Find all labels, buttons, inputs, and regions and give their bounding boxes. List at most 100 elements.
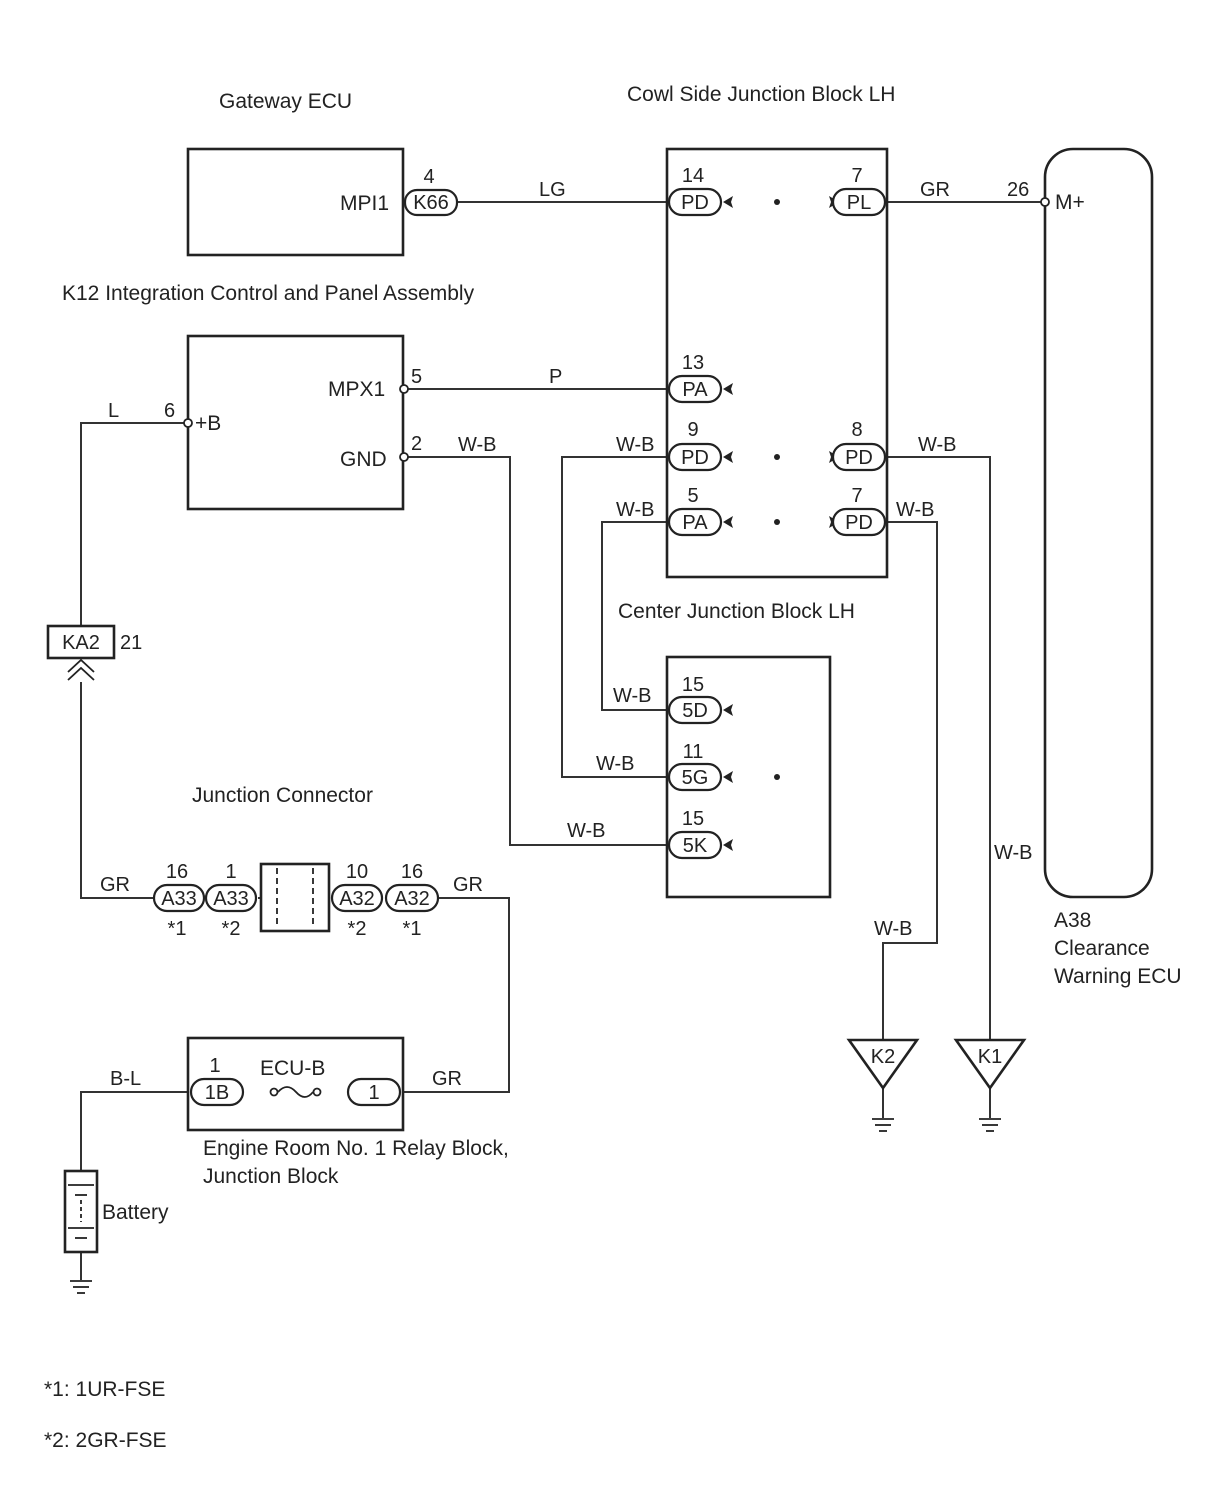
variant-note: *2 xyxy=(348,918,367,940)
k12-label: K12 Integration Control and Panel Assemb… xyxy=(62,282,475,305)
a38-label-3: Warning ECU xyxy=(1054,965,1182,988)
plusb-terminal-icon xyxy=(183,418,193,428)
legend-note-1: *1: 1UR-FSE xyxy=(44,1378,165,1401)
ground-icon-battery xyxy=(70,1280,92,1294)
5g-code: 5G xyxy=(682,767,709,789)
wire-color-label: P xyxy=(549,366,562,388)
legend-note-2: *2: 2GR-FSE xyxy=(44,1429,167,1452)
arrow-icon xyxy=(723,196,733,208)
pin-number: 7 xyxy=(851,485,862,507)
a38-label-2: Clearance xyxy=(1054,937,1150,960)
variant-note: *2 xyxy=(222,918,241,940)
pin-number: 13 xyxy=(682,352,704,374)
arrow-icon xyxy=(723,383,733,395)
cowl-jb-box xyxy=(665,147,889,579)
wire-color-label: W-B xyxy=(596,753,635,775)
plusb-label: +B xyxy=(195,412,221,435)
5g-connector xyxy=(667,762,723,792)
pin-number: 2 xyxy=(411,433,422,455)
pd7-connector xyxy=(831,507,887,537)
relay-1-code: 1 xyxy=(368,1082,379,1104)
wire-color-label: W-B xyxy=(994,842,1033,864)
pin-number: 10 xyxy=(346,861,368,883)
mpx1-terminal-icon xyxy=(399,384,409,394)
pin-number: 5 xyxy=(687,485,698,507)
splice-dot xyxy=(774,199,780,205)
k66-code: K66 xyxy=(413,192,449,214)
wire-gr-ka2 xyxy=(80,682,154,899)
splice-dot xyxy=(774,519,780,525)
gateway-ecu-label: Gateway ECU xyxy=(219,90,352,113)
mplus-label: M+ xyxy=(1055,191,1085,214)
splice-dot xyxy=(774,454,780,460)
pin-number: 8 xyxy=(851,419,862,441)
ka2-chevron-icon xyxy=(67,658,95,681)
wire-color-label: W-B xyxy=(613,685,652,707)
pin-number: 1 xyxy=(209,1055,220,1077)
pd9-connector xyxy=(667,442,723,472)
arrow-icon xyxy=(723,704,733,716)
junction-connector-box xyxy=(259,862,331,933)
a32-10-connector xyxy=(330,883,384,913)
wire-bl xyxy=(80,1091,191,1171)
wire-color-label: GR xyxy=(432,1068,462,1090)
relay-block-label-1: Engine Room No. 1 Relay Block, xyxy=(203,1137,509,1160)
a33-16-connector xyxy=(152,883,206,913)
pin-number: 1 xyxy=(225,861,236,883)
pa5-connector xyxy=(667,507,723,537)
gateway-ecu-box xyxy=(186,147,405,257)
ground-icon-k2 xyxy=(872,1118,894,1132)
ka2-code: KA2 xyxy=(62,632,100,654)
ka2-connector xyxy=(46,624,116,660)
wire-color-label: W-B xyxy=(616,434,655,456)
cowl-jb-label: Cowl Side Junction Block LH xyxy=(627,83,895,106)
wire-wb-k2 xyxy=(882,521,938,1040)
pd9-code: PD xyxy=(681,447,709,469)
1b-code: 1B xyxy=(205,1082,229,1104)
a38-box xyxy=(1043,147,1154,899)
pin-number: 15 xyxy=(682,674,704,696)
pa13-code: PA xyxy=(682,379,708,401)
pin-number: 16 xyxy=(166,861,188,883)
pin-number: 7 xyxy=(851,165,862,187)
a32-10-code: A32 xyxy=(339,888,375,910)
a32-16-connector xyxy=(384,883,440,913)
arrow-icon xyxy=(723,451,733,463)
pd7-code: PD xyxy=(845,512,873,534)
battery-label: Battery xyxy=(102,1201,169,1224)
5d-connector xyxy=(667,695,723,725)
wire-color-label: W-B xyxy=(874,918,913,940)
pin-number: 4 xyxy=(423,166,434,188)
a33-1-connector xyxy=(204,883,258,913)
wire-color-label: GR xyxy=(453,874,483,896)
pin-number: 15 xyxy=(682,808,704,830)
pin-number: 5 xyxy=(411,366,422,388)
a33-1-code: A33 xyxy=(213,888,249,910)
wire-wb-pd9 xyxy=(561,456,669,778)
fuse-icon xyxy=(269,1086,322,1098)
wire-color-label: GR xyxy=(920,179,950,201)
junction-connector-label: Junction Connector xyxy=(192,784,373,807)
fuse-label: ECU-B xyxy=(260,1057,325,1080)
arrow-icon xyxy=(723,839,733,851)
pin-number: 21 xyxy=(120,632,142,654)
relay-block-label-2: Junction Block xyxy=(203,1165,339,1188)
a38-label-1: A38 xyxy=(1054,909,1091,932)
battery-symbol xyxy=(63,1169,99,1254)
wire-wb-pa5 xyxy=(601,521,669,711)
pin-number: 6 xyxy=(164,400,175,422)
splice-dot xyxy=(774,774,780,780)
wire-color-label: B-L xyxy=(110,1068,141,1090)
arrow-icon xyxy=(723,516,733,528)
pin-number: 11 xyxy=(683,741,704,763)
wire-l xyxy=(80,422,186,628)
relay-1-connector xyxy=(346,1077,402,1107)
mplus-terminal-icon xyxy=(1040,197,1050,207)
wire-color-label: W-B xyxy=(458,434,497,456)
a33-16-code: A33 xyxy=(161,888,197,910)
a32-16-code: A32 xyxy=(394,888,430,910)
wire-color-label: GR xyxy=(100,874,130,896)
arrow-icon xyxy=(723,771,733,783)
pd8-connector xyxy=(831,442,887,472)
